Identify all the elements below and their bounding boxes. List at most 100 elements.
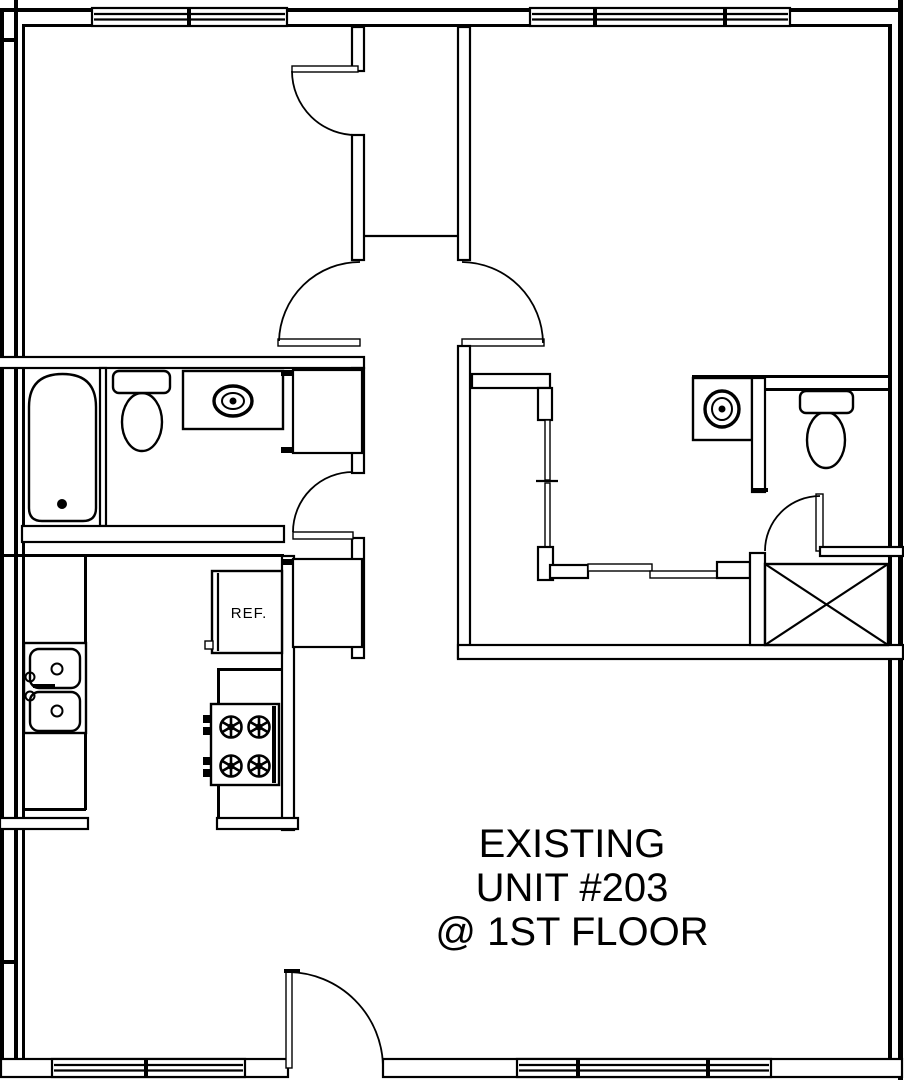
entry-door-swing-arc [288,971,384,1067]
sliding-door-panel-2 [649,570,718,579]
title-line-2: UNIT #203 [476,866,669,910]
toilet-bowl-2 [805,410,847,470]
burner-icon-4 [247,754,271,778]
bathtub [27,372,98,523]
faucet-handle-icon [24,671,36,683]
vanity-sink-right [691,376,754,442]
window-top-left [90,6,289,28]
left-outer-wall-line [0,8,4,1059]
left-bathroom-door-swing-arc [292,471,354,533]
tub-alcove-wall [98,366,108,528]
stove-counter-top-line [217,668,282,671]
kitchen-bottom-wall-left [0,816,90,831]
right-bathroom-wall-step [752,488,768,492]
entry-door-bottom [284,969,384,1069]
closet-post-top [536,386,554,422]
faucet-handle-icon-2 [24,690,36,702]
toilet-right [798,389,855,470]
right-bathroom-left-wall [750,376,767,494]
right-bathroom-top-wall-line [765,388,888,391]
title-line-1: EXISTING [479,822,666,866]
bathroom-closet [281,368,364,455]
left-demising-wall-line [14,0,18,1077]
living-room-top-wall [456,643,904,661]
sliding-door-panel-1 [587,563,653,572]
burner-icon-3 [219,754,243,778]
left-bathroom-door-leaf [292,531,354,540]
sink-drain-bottom-icon [50,704,64,718]
top-wall-inner-line [22,24,888,27]
closet-partition-lower [544,482,551,548]
right-wall-outer-line [898,0,903,1080]
entry-door-leaf [285,971,293,1069]
left-bathroom-door [292,471,354,540]
stove-knob-4 [203,769,211,777]
bathroom-bottom-wall [20,524,286,544]
plan-title: EXISTING UNIT #203 @ 1ST FLOOR [435,822,708,954]
sink-drain-icon [229,397,237,405]
faucet-spout-icon [33,684,55,688]
top-wall-outer-line [0,8,898,12]
stove-knob-2 [203,727,211,735]
right-wall-inner-line [888,24,892,1059]
vestibule-right-wall [456,25,472,262]
vestibule-left-wall-lower [350,133,366,262]
refrigerator-hinge [204,640,214,650]
window-bottom-right [515,1057,773,1079]
kitchen: REF. [0,554,364,832]
closet-partition-upper [544,419,551,481]
vanity-sink-left [181,369,285,431]
entry-door-leaf-right [461,338,545,347]
right-bathroom-door-leaf [815,493,824,552]
sink-drain-icon-2 [718,405,726,413]
counter-bottom-line [22,808,86,811]
windows [50,6,792,1079]
right-bathroom [691,375,904,647]
kitchen-bottom-wall-right [215,816,300,831]
burner-icons [219,715,271,778]
bedroom-bottom-wall-right-line [692,375,888,378]
left-bedroom-door-swing-arc [291,70,359,136]
window-top-right [528,6,792,28]
closet-post-end [715,560,752,580]
left-wall-tick-1 [0,38,18,42]
kitchen-double-sink [22,641,88,735]
bedroom-bottom-wall-left [470,372,552,390]
refrigerator-box [210,569,284,655]
sink-inner-icon-2 [711,397,733,421]
toilet-tank [111,369,172,395]
right-bathroom-bottom-wall [818,545,904,558]
refrigerator-label: REF. [231,605,268,622]
title-line-3: @ 1ST FLOOR [435,910,708,954]
entry-door-head-tick [284,969,300,973]
left-bedroom-door [291,65,359,136]
burner-icon-2 [247,715,271,739]
entry-double-doors [277,261,545,347]
kitchen-top-wall-line [0,554,284,557]
sink-inner-icon [221,392,245,410]
tub-drain-icon [57,499,67,509]
stove [203,702,281,787]
toilet-bowl [120,391,164,453]
window-bottom-left [50,1057,247,1079]
left-wall-tick-2 [0,960,18,964]
stove-knob-3 [203,757,211,765]
corridor-right-wall [456,344,472,660]
toilet-left [111,369,172,453]
sink-basin-bottom [28,690,82,733]
right-bathroom-door [764,493,824,552]
shaft-left-wall [748,551,767,647]
sink-bowl-icon [212,384,254,418]
closet-post-corner-h [548,563,590,580]
left-bathroom [20,366,364,544]
right-bathroom-door-swing-arc [764,495,821,552]
entry-door-leaf-left [277,338,361,347]
toilet-tank-2 [798,389,855,415]
sink-drain-top-icon [50,662,64,676]
stove-knob-1 [203,715,211,723]
left-bedroom-door-leaf [291,65,359,73]
refrigerator: REF. [204,569,284,655]
kitchen-closet [281,557,364,649]
entry-door-swing-arc-left [278,261,361,342]
